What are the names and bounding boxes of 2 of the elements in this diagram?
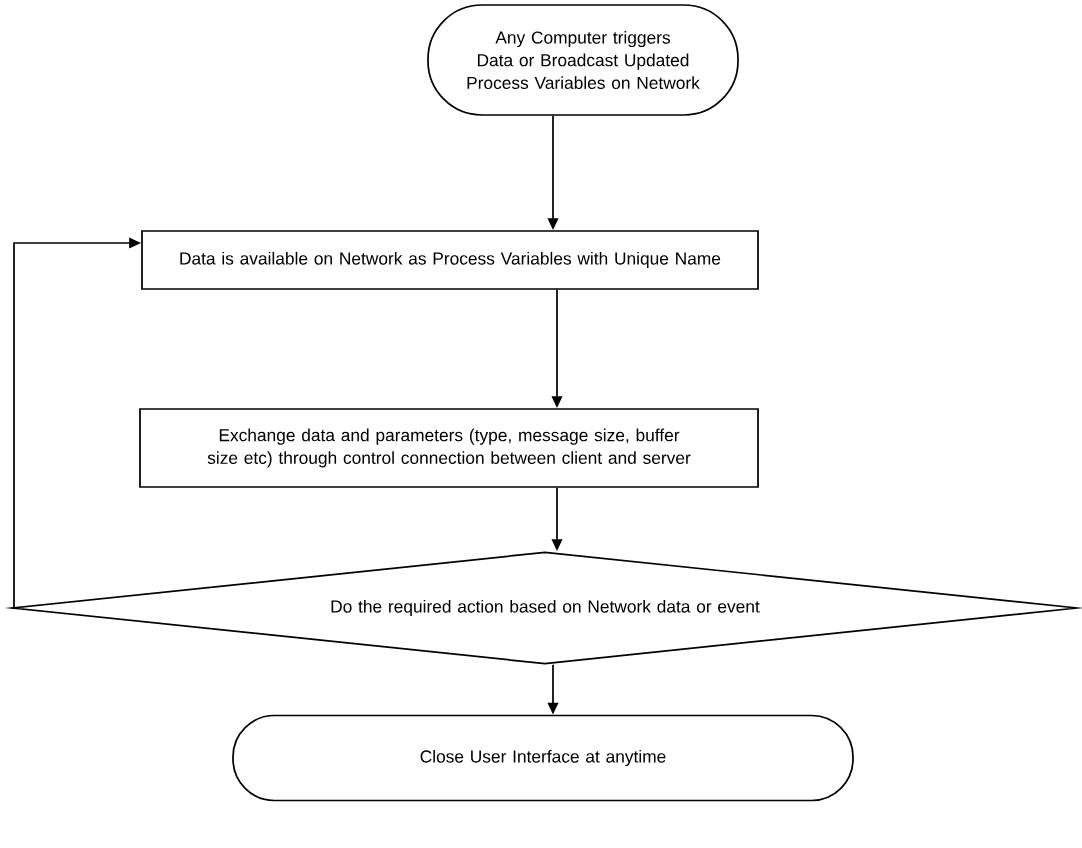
process-box: Exchange data and parameters (type, message size, buffer size etc) through control connection between client and server bbox=[139, 408, 759, 488]
process-box: Data is available on Network as Process Variables with Unique Name bbox=[141, 230, 759, 290]
